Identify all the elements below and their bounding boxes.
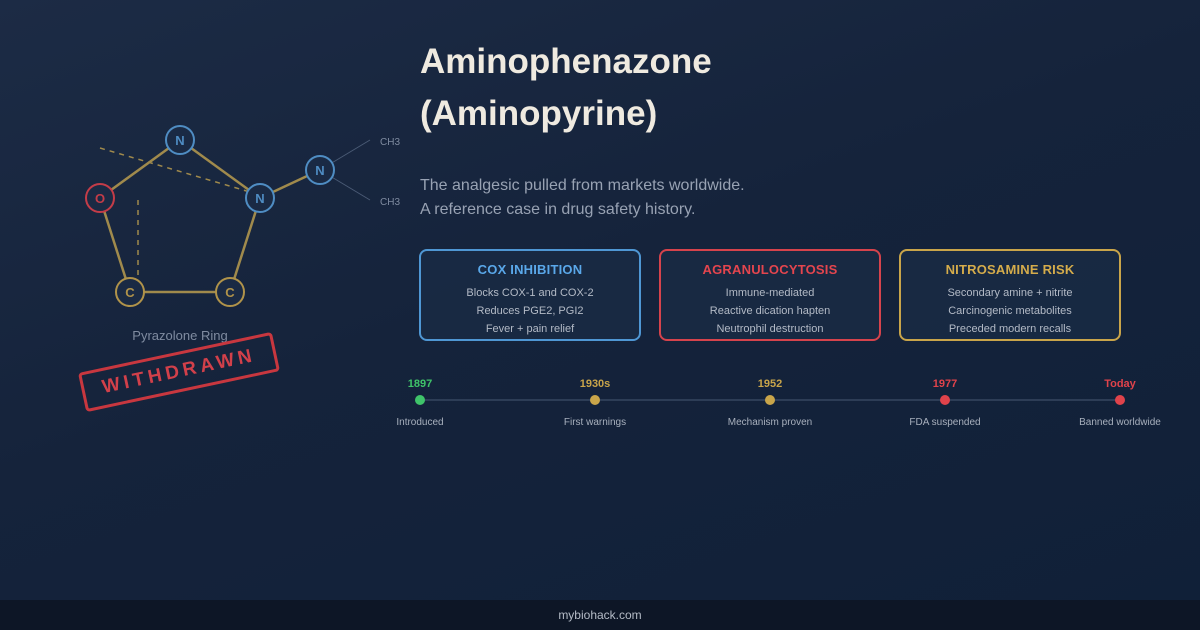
timeline-dot	[415, 395, 425, 405]
svg-text:C: C	[225, 285, 235, 300]
svg-text:N: N	[175, 133, 184, 148]
atom-n2: N	[245, 183, 275, 213]
timeline-item: Today Banned worldwide	[1050, 378, 1190, 428]
card-line: Immune-mediated	[725, 287, 815, 299]
title-line: (Aminopyrine)	[420, 94, 658, 133]
timeline-dot	[590, 395, 600, 405]
methyl-label: CH3	[380, 137, 400, 148]
svg-text:C: C	[125, 285, 135, 300]
card-nitrosamine-risk: NITROSAMINE RISK Secondary amine + nitri…	[899, 249, 1121, 341]
card-line: Neutrophil destruction	[716, 323, 824, 335]
atom-o: O	[85, 183, 115, 213]
bond	[99, 138, 181, 200]
card-title: NITROSAMINE RISK	[945, 262, 1075, 277]
methyl-label: CH3	[380, 197, 400, 208]
card-line: Reactive dication hapten	[709, 305, 831, 317]
bond	[98, 197, 132, 293]
timeline-year: 1930s	[579, 378, 611, 390]
atom-c2: C	[115, 277, 145, 307]
card-line: Secondary amine + nitrite	[947, 287, 1073, 299]
timeline-year: 1952	[757, 378, 783, 390]
timeline-dot	[940, 395, 950, 405]
timeline-year: Today	[1104, 378, 1136, 390]
card-line: Carcinogenic metabolites	[948, 305, 1072, 317]
svg-text:N: N	[255, 191, 264, 206]
svg-text:N: N	[315, 163, 324, 178]
card-line: Reduces PGE2, PGI2	[476, 305, 584, 317]
dashed-bond	[99, 147, 251, 193]
timeline-item: 1977 FDA suspended	[875, 378, 1015, 428]
page-title: Aminophenazone (Aminopyrine)	[420, 36, 940, 140]
atom-n1: N	[165, 125, 195, 155]
ring-label: Pyrazolone Ring	[132, 328, 228, 343]
timeline-dot	[1115, 395, 1125, 405]
bond	[179, 138, 261, 200]
svg-text:O: O	[95, 191, 105, 206]
timeline-label: First warnings	[563, 417, 627, 428]
timeline-item: 1952 Mechanism proven	[700, 378, 840, 428]
card-line: Blocks COX-1 and COX-2	[466, 287, 594, 299]
timeline-dot	[765, 395, 775, 405]
card-line: Preceded modern recalls	[948, 323, 1072, 335]
timeline-item: 1930s First warnings	[525, 378, 665, 428]
footer: mybiohack.com	[0, 600, 1200, 630]
card-title: COX INHIBITION	[477, 262, 583, 277]
timeline-year: 1977	[932, 378, 958, 390]
timeline-label: Mechanism proven	[727, 417, 813, 428]
timeline-label: Banned worldwide	[1079, 417, 1161, 428]
title-line: Aminophenazone	[420, 42, 712, 81]
timeline-label: Introduced	[396, 417, 444, 428]
timeline-label: FDA suspended	[909, 417, 981, 428]
timeline-year: 1897	[407, 378, 433, 390]
subtitle-line: The analgesic pulled from markets worldw…	[420, 177, 745, 194]
card-line: Fever + pain relief	[485, 323, 575, 335]
atom-n3: N	[305, 155, 335, 185]
card-title: AGRANULOCYTOSIS	[702, 262, 838, 277]
pyrazolone-structure: N N C C O N CH3 CH3	[85, 125, 400, 307]
bond	[228, 197, 262, 293]
timeline-item: 1897 Introduced	[350, 378, 490, 428]
footer-link[interactable]: mybiohack.com	[558, 608, 642, 622]
card-cox-inhibition: COX INHIBITION Blocks COX-1 and COX-2 Re…	[419, 249, 641, 341]
card-agranulocytosis: AGRANULOCYTOSIS Immune-mediated Reactive…	[659, 249, 881, 341]
subtitle-line: A reference case in drug safety history.	[420, 201, 696, 218]
atom-c1: C	[215, 277, 245, 307]
subtitle: The analgesic pulled from markets worldw…	[420, 174, 940, 222]
